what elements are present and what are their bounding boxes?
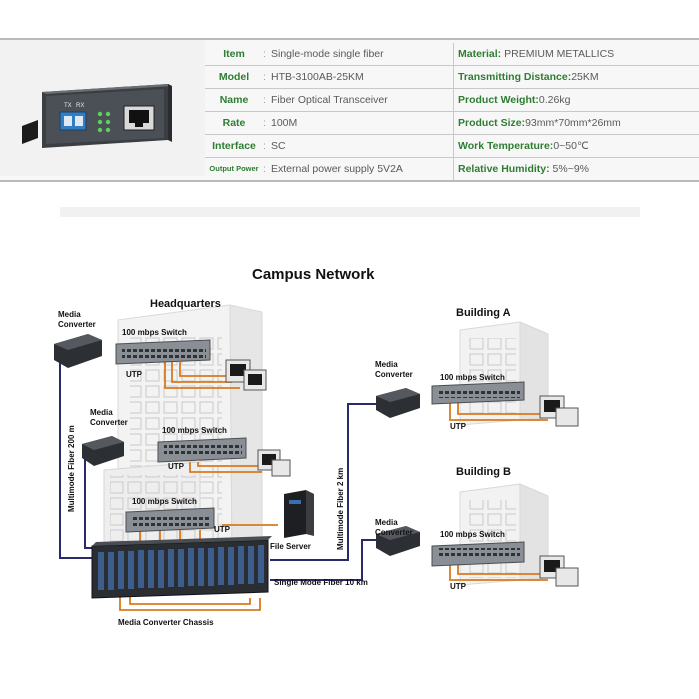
single-mode-fiber-label: Single Mode Fiber 10 km [274, 578, 368, 587]
media-converter-chassis [91, 536, 272, 599]
spec-right: Work Temperature:0~50℃ [453, 135, 699, 157]
media-converter-hq-mid [82, 436, 124, 466]
switch-hq-top [115, 339, 211, 365]
tx-label: TX [64, 103, 72, 109]
headquarters-label: Headquarters [150, 298, 221, 310]
spec-right-value: 0~50℃ [553, 140, 589, 152]
fiber-link-building-b [270, 539, 376, 581]
spec-table: Item Single-mode single fiber Material: … [205, 40, 699, 180]
multimode-fiber-2km-label: Multimode Fiber 2 km [336, 467, 345, 550]
media-converter-hq-top [54, 334, 102, 368]
media-converter-label-hq-mid: Media Converter [90, 408, 128, 427]
fiber-link-building-a [270, 403, 376, 561]
spec-right-value: 0.26kg [538, 94, 571, 106]
file-server-label: File Server [270, 542, 311, 551]
media-converter-label-building-b: Media Converter [375, 518, 413, 537]
computer-icon-hq-top [225, 359, 267, 391]
spec-key: Model [218, 71, 250, 83]
spec-right-key: Transmitting Distance: [458, 71, 572, 83]
spec-row-name: Name Fiber Optical Transceiver Product W… [205, 89, 699, 112]
spec-right-value: 25KM [571, 71, 599, 83]
spec-right: Material: PREMIUM METALLICS [453, 43, 699, 65]
media-converter-label-hq-top: Media Converter [58, 310, 96, 329]
spec-value: 100M [263, 112, 451, 134]
spec-value: Fiber Optical Transceiver [263, 89, 451, 111]
spec-right-key: Product Weight: [458, 94, 539, 106]
spec-row-rate: Rate 100M Product Size:93mm*70mm*26mm [205, 112, 699, 135]
switch-label-building-b: 100 mbps Switch [440, 530, 505, 539]
switch-label-building-a: 100 mbps Switch [440, 373, 505, 382]
switch-hq-bottom [125, 507, 215, 533]
media-converter-building-b [376, 526, 420, 556]
computer-icon-building-b [539, 555, 579, 587]
media-converter-building-a [376, 388, 420, 418]
diagram-title: Campus Network [252, 266, 375, 283]
computer-icon-building-a [539, 395, 579, 427]
spec-key: Rate [222, 117, 246, 129]
switch-hq-mid [157, 437, 247, 463]
utp-label-building-b: UTP [450, 582, 466, 591]
spec-right-key: Relative Humidity: [458, 163, 550, 175]
switch-label-hq-mid: 100 mbps Switch [162, 426, 227, 435]
switch-label-hq-bottom: 100 mbps Switch [132, 497, 197, 506]
building-a-label: Building A [456, 307, 511, 319]
spec-key: Interface [212, 140, 256, 152]
spec-value: HTB-3100AB-25KM [263, 66, 451, 88]
spec-value: Single-mode single fiber [263, 43, 451, 65]
switch-building-b [431, 541, 525, 567]
spec-row-interface: Interface SC Work Temperature:0~50℃ [205, 135, 699, 158]
spec-right: Relative Humidity: 5%~9% [453, 158, 699, 180]
utp-label-building-a: UTP [450, 422, 466, 431]
spec-right: Transmitting Distance:25KM [453, 66, 699, 88]
computer-icon-hq-mid [257, 449, 291, 477]
spec-right-key: Work Temperature: [458, 140, 554, 152]
fiber-link-hq-top [59, 360, 95, 559]
switch-label-hq-top: 100 mbps Switch [122, 328, 187, 337]
file-server-icon [284, 490, 314, 538]
spec-key: Name [219, 94, 249, 106]
spec-right-key: Product Size: [458, 117, 526, 129]
utp-label-hq-bottom: UTP [214, 525, 230, 534]
fiber-link-hq-mid [84, 455, 95, 549]
spec-right: Product Weight:0.26kg [453, 89, 699, 111]
rx-label: RX [76, 103, 84, 109]
switch-building-a [431, 381, 525, 405]
spec-right-value: PREMIUM METALLICS [504, 48, 615, 60]
utp-label-hq-top: UTP [126, 370, 142, 379]
spec-right-value: 5%~9% [552, 163, 590, 175]
spec-key: Item [223, 48, 245, 60]
spec-row-model: Model HTB-3100AB-25KM Transmitting Dista… [205, 66, 699, 89]
chassis-label: Media Converter Chassis [118, 618, 214, 627]
spec-value: External power supply 5V2A [263, 158, 451, 180]
watermark-band [60, 207, 640, 217]
utp-label-hq-mid: UTP [168, 462, 184, 471]
multimode-fiber-200m-label: Multimode Fiber 200 m [67, 425, 76, 512]
spec-row-item: Item Single-mode single fiber Material: … [205, 43, 699, 66]
spec-right-value: 93mm*70mm*26mm [525, 117, 621, 129]
spec-value: SC [263, 135, 451, 157]
spec-right: Product Size:93mm*70mm*26mm [453, 112, 699, 134]
fiber-transceiver-icon: TX RX [22, 84, 172, 148]
spec-key: Output Power [209, 164, 259, 173]
spec-right-key: Material: [458, 48, 502, 60]
spec-row-output-power: Output Power External power supply 5V2A … [205, 158, 699, 180]
product-image: TX RX [0, 40, 205, 176]
media-converter-label-building-a: Media Converter [375, 360, 413, 379]
building-b-label: Building B [456, 466, 511, 478]
